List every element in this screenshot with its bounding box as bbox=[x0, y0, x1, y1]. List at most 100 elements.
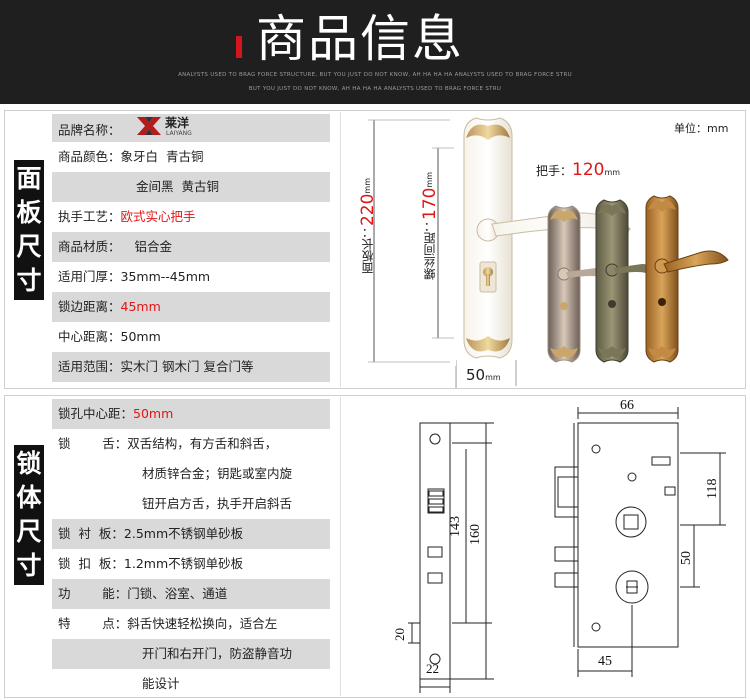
brand-name-en: LAIYANG bbox=[166, 130, 192, 137]
scope-label: 适用范围： bbox=[58, 359, 121, 374]
spec-row-tongue-3: 钮开启方舌，执手开启斜舌 bbox=[52, 489, 330, 519]
faceplate-outline bbox=[419, 422, 451, 680]
section-divider bbox=[340, 112, 341, 387]
liner-value: 2.5mm不锈钢单砂板 bbox=[123, 526, 244, 541]
door-thickness-value: 35mm--45mm bbox=[120, 269, 211, 284]
spec-row-feature-3: 能设计 bbox=[52, 669, 330, 699]
brand-name-cn: 莱洋 bbox=[165, 115, 189, 130]
spec-row-tongue: 锁 舌：双舌结构，有方舌和斜舌， bbox=[52, 429, 330, 459]
yellow-bronze-lock-image bbox=[645, 195, 729, 363]
section-divider-2 bbox=[340, 397, 341, 696]
handle-unit: mm bbox=[604, 168, 621, 177]
dim-20: 20 bbox=[392, 628, 407, 641]
unit-text: 单位：mm bbox=[674, 122, 729, 135]
tongue-line-2: 材质锌合金；钥匙或室内旋 bbox=[142, 466, 293, 481]
craft-value: 欧式实心把手 bbox=[120, 209, 196, 224]
panel-width-unit: mm bbox=[485, 373, 501, 382]
spec-row-color: 商品颜色：象牙白 青古铜 bbox=[52, 142, 330, 172]
brand-label: 品牌名称： bbox=[58, 122, 121, 138]
spec-row-material: 商品材质： 铝合金 bbox=[52, 232, 330, 262]
tongue-label: 锁 舌： bbox=[58, 436, 128, 451]
colors-line-2: 金间黑 黄古铜 bbox=[136, 179, 219, 194]
spec-row-center: 中心距离：50mm bbox=[52, 322, 330, 352]
door-thickness-label: 适用门厚： bbox=[58, 269, 121, 284]
width-dimension-line bbox=[456, 360, 517, 386]
page-title: 商品信息 bbox=[256, 10, 464, 68]
spec-row-feature-2: 开门和右开门，防盗静音功 bbox=[52, 639, 330, 669]
feature-line-1: 斜舌快速轻松换向，适合左 bbox=[127, 616, 278, 631]
lock-body-spec-list: 锁孔中心距：50mm 锁 舌：双舌结构，有方舌和斜舌， 材质锌合金；钥匙或室内旋… bbox=[52, 399, 330, 699]
colors-line-1: 象牙白 青古铜 bbox=[120, 149, 204, 164]
product-illustrations bbox=[463, 117, 729, 363]
black-gold-lock-image bbox=[547, 205, 612, 363]
spec-row-brand: 品牌名称： 莱洋 LAIYANG bbox=[52, 114, 330, 142]
header-subtitle-1: ANALYSTS USED TO BRAG FORCE STRUCTURE, B… bbox=[178, 72, 572, 78]
scope-value: 实木门 钢木门 复合门等 bbox=[120, 359, 254, 374]
panel-width: 50mm bbox=[466, 366, 501, 384]
spec-row-feature: 特 点：斜舌快速轻松换向，适合左 bbox=[52, 609, 330, 639]
dim-160: 160 bbox=[468, 524, 483, 545]
dim-22: 22 bbox=[426, 661, 439, 676]
spec-row-backset: 锁边距离：45mm bbox=[52, 292, 330, 322]
header-subtitle-2: BUT YOU JUST DO NOT KNOW, AH HA HA HA AN… bbox=[248, 86, 502, 92]
spec-row-color-2: 金间黑 黄古铜 bbox=[52, 172, 330, 202]
backset-label: 锁边距离： bbox=[58, 299, 121, 314]
liner-label: 锁 衬 板： bbox=[58, 526, 124, 541]
section-frame-2 bbox=[4, 395, 746, 698]
center-label: 中心距离： bbox=[58, 329, 121, 344]
backset-value: 45mm bbox=[120, 299, 161, 314]
dim-45: 45 bbox=[598, 654, 612, 669]
panel-length-text: 面板长： bbox=[361, 226, 375, 275]
dim-118: 118 bbox=[705, 479, 720, 499]
brand-logo: 莱洋 LAIYANG bbox=[135, 114, 227, 148]
hole-value: 50mm bbox=[133, 406, 174, 421]
spec-row-door-thickness: 适用门厚：35mm--45mm bbox=[52, 262, 330, 292]
function-value: 门锁、浴室、通道 bbox=[127, 586, 228, 601]
title-accent-bar bbox=[236, 36, 242, 58]
panel-size-section: 面板尺寸 品牌名称： 莱洋 LAIYANG 商品颜色：象牙白 青古铜 金间黑 黄… bbox=[0, 108, 750, 391]
spec-row-liner: 锁 衬 板：2.5mm不锈钢单砂板 bbox=[52, 519, 330, 549]
header-banner: 商品信息 ANALYSTS USED TO BRAG FORCE STRUCTU… bbox=[0, 0, 750, 104]
center-value: 50mm bbox=[120, 329, 161, 344]
lock-body-section-title: 锁体尺寸 bbox=[14, 445, 44, 585]
spec-row-tongue-2: 材质锌合金；钥匙或室内旋 bbox=[52, 459, 330, 489]
feature-line-3: 能设计 bbox=[142, 676, 180, 691]
spec-row-craft: 执手工艺：欧式实心把手 bbox=[52, 202, 330, 232]
feature-line-2: 开门和右开门，防盗静音功 bbox=[142, 646, 293, 661]
panel-dimension-lines bbox=[368, 119, 457, 388]
dim-66: 66 bbox=[620, 398, 634, 413]
tongue-line-3: 钮开启方舌，执手开启斜舌 bbox=[142, 496, 293, 511]
spec-row-strike: 锁 扣 板：1.2mm不锈钢单砂板 bbox=[52, 549, 330, 579]
handle-length: 把手：120mm bbox=[536, 160, 620, 180]
handle-label: 把手： bbox=[536, 164, 573, 178]
screw-distance-unit: mm bbox=[425, 172, 434, 188]
dim-50: 50 bbox=[679, 551, 694, 565]
panel-section-title: 面板尺寸 bbox=[14, 160, 44, 300]
function-label: 功 能： bbox=[58, 586, 128, 601]
screw-distance-value: 170 bbox=[420, 187, 440, 221]
material-value: 铝合金 bbox=[134, 239, 173, 254]
feature-label: 特 点： bbox=[58, 616, 128, 631]
hole-label: 锁孔中心距： bbox=[58, 406, 134, 421]
panel-spec-list: 品牌名称： 莱洋 LAIYANG 商品颜色：象牙白 青古铜 金间黑 黄古铜 执手… bbox=[52, 114, 330, 382]
handle-value: 120 bbox=[572, 160, 605, 180]
spec-row-scope: 适用范围：实木门 钢木门 复合门等 bbox=[52, 352, 330, 382]
lock-body-drawing: 143 160 20 22 bbox=[392, 398, 726, 693]
ivory-lock-image bbox=[463, 117, 631, 359]
craft-label: 执手工艺： bbox=[58, 209, 121, 224]
strike-value: 1.2mm不锈钢单砂板 bbox=[123, 556, 244, 571]
lock-case-outline bbox=[577, 422, 679, 648]
tongue-line-1: 双舌结构，有方舌和斜舌， bbox=[127, 436, 278, 451]
material-label: 商品材质： bbox=[58, 239, 121, 254]
strike-label: 锁 扣 板： bbox=[58, 556, 124, 571]
lock-body-section: 锁体尺寸 锁孔中心距：50mm 锁 舌：双舌结构，有方舌和斜舌， 材质锌合金；钥… bbox=[0, 393, 750, 700]
spec-row-function: 功 能：门锁、浴室、通道 bbox=[52, 579, 330, 609]
section-frame bbox=[4, 110, 746, 389]
panel-length-label: 面板长：220mm bbox=[358, 178, 378, 274]
panel-length-unit: mm bbox=[363, 178, 372, 194]
spec-row-hole: 锁孔中心距：50mm bbox=[52, 399, 330, 429]
panel-length-value: 220 bbox=[358, 193, 378, 227]
screw-distance-text: 螺丝间距： bbox=[423, 220, 437, 281]
color-label: 商品颜色： bbox=[58, 149, 121, 164]
panel-width-value: 50 bbox=[466, 366, 486, 384]
